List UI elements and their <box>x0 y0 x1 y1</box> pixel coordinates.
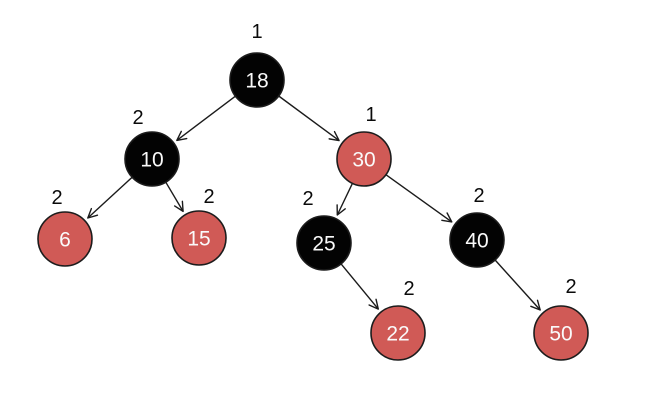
node-value-10: 10 <box>140 149 163 172</box>
node-circle-10 <box>124 131 180 187</box>
node-value-6: 6 <box>59 229 71 252</box>
node-label-30: 1 <box>365 104 376 126</box>
node-value-30: 30 <box>352 149 375 172</box>
node-circle-30 <box>336 131 392 187</box>
node-circle-25 <box>296 215 352 271</box>
node-value-25: 25 <box>312 233 335 256</box>
edge-10-6 <box>87 176 133 219</box>
edge-18-30 <box>278 95 340 142</box>
node-circle-15 <box>171 210 227 266</box>
node-label-22: 2 <box>403 278 414 300</box>
node-circle-50 <box>533 305 589 361</box>
node-circle-18 <box>229 52 285 108</box>
tree-node-22: 222 <box>370 278 426 361</box>
tree-node-6: 62 <box>37 187 93 267</box>
tree-node-25: 25 2 <box>296 188 352 271</box>
tree-node-18: 18 1 <box>229 21 285 108</box>
node-value-40: 40 <box>465 230 488 253</box>
node-value-22: 22 <box>386 323 409 346</box>
edge-18-10 <box>176 95 236 142</box>
node-value-18: 18 <box>245 70 268 93</box>
node-label-6: 2 <box>51 187 62 209</box>
node-label-50: 2 <box>565 276 576 298</box>
node-label-25: 2 <box>302 188 313 210</box>
edge-25-22 <box>340 263 379 310</box>
node-circle-6 <box>37 211 93 267</box>
edge-30-40 <box>385 174 453 223</box>
tree-node-15: 15 2 <box>171 186 227 266</box>
tree-node-10: 10 2 <box>124 107 180 187</box>
node-label-18: 1 <box>251 21 262 43</box>
tree-node-30: 30 1 <box>336 104 392 187</box>
edge-40-50 <box>494 259 541 311</box>
node-circle-40 <box>449 212 505 268</box>
tree-node-50: 50 2 <box>533 276 589 361</box>
edge-30-25 <box>336 183 354 216</box>
node-value-15: 15 <box>187 228 210 251</box>
tree-node-40: 40 2 <box>449 185 505 268</box>
node-label-10: 2 <box>132 107 143 129</box>
node-label-40: 2 <box>473 185 484 207</box>
edge-10-15 <box>165 181 184 213</box>
node-label-15: 2 <box>203 186 214 208</box>
node-value-50: 50 <box>549 323 572 346</box>
node-circle-22 <box>370 305 426 361</box>
